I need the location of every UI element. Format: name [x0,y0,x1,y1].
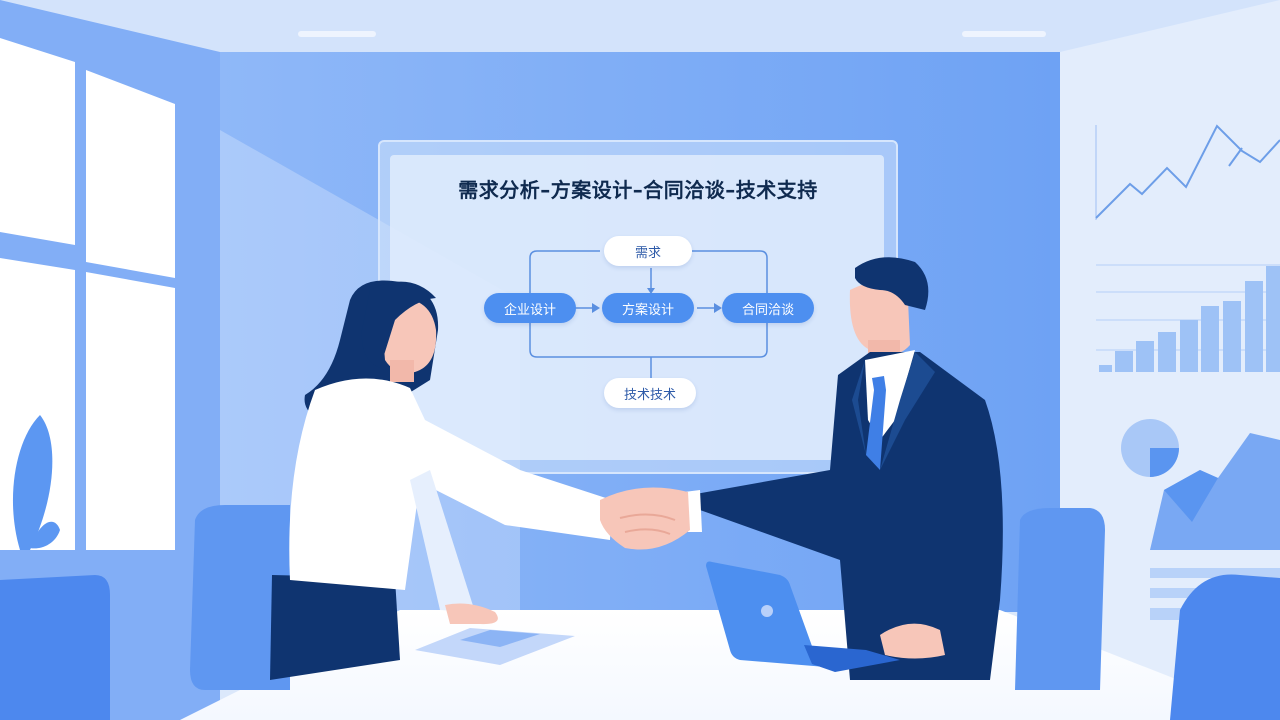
line-chart-icon [1095,124,1280,220]
flow-node-top: 需求 [604,236,692,266]
flow-node-center: 方案设计 [602,293,694,323]
flow-node-left: 企业设计 [484,293,576,323]
bar-chart-icon [1096,264,1280,372]
flow-node-right: 合同洽谈 [722,293,814,323]
area-chart-icon [1150,433,1280,550]
screen-title: 需求分析–方案设计–合同洽谈–技术支持 [458,178,818,202]
flow-node-bottom: 技术技术 [604,378,696,408]
pie-chart-icon [1121,419,1179,477]
